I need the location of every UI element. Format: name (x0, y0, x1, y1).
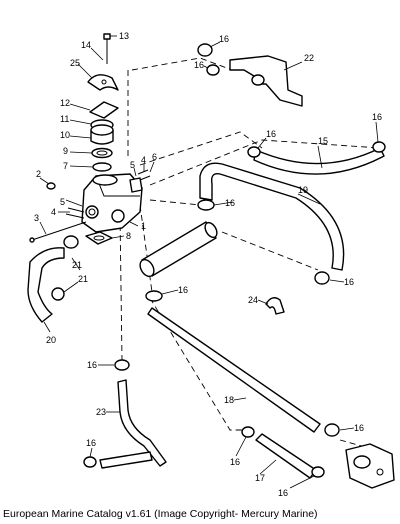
label-5-left: 5 (60, 197, 65, 207)
clamp-16-h18-end (324, 423, 340, 437)
label-21-upper: 21 (72, 260, 82, 270)
rod-3 (29, 221, 87, 243)
hose-15 (253, 147, 385, 175)
cooler-cylinder (139, 221, 218, 278)
label-16-h15-right: 16 (372, 112, 382, 122)
gasket-7 (92, 162, 112, 172)
label-6: 6 (152, 152, 157, 162)
gasket-12 (89, 101, 119, 119)
label-4-left: 4 (51, 207, 56, 217)
exploded-parts-diagram: 13 14 25 12 11 10 9 7 2 5 4 3 1 8 5 4 6 … (27, 31, 395, 498)
hose-18 (147, 307, 321, 433)
clamp-21-lower (51, 287, 65, 301)
label-10: 10 (60, 130, 70, 140)
label-14: 14 (81, 40, 91, 50)
label-16-top-a: 16 (219, 34, 229, 44)
clamp-16-h23-top (114, 359, 130, 371)
clamp-16-h23-bottom (83, 456, 97, 468)
leader-lines (39, 35, 379, 489)
label-17: 17 (255, 473, 265, 483)
clamp-16-h15-left (247, 146, 261, 158)
label-20: 20 (46, 335, 56, 345)
label-16-top-b: 16 (194, 60, 204, 70)
label-23: 23 (96, 407, 106, 417)
label-15: 15 (318, 136, 328, 146)
clamps-16-top (197, 43, 220, 76)
label-9: 9 (63, 146, 68, 156)
label-3: 3 (34, 213, 39, 223)
label-16-h23-top: 16 (87, 360, 97, 370)
label-11: 11 (60, 114, 69, 124)
thermostat-10 (90, 124, 114, 145)
clamp-16-h18 (145, 290, 163, 302)
label-24: 24 (248, 295, 258, 305)
pump-fragment (345, 443, 395, 489)
label-16-h23-bottom: 16 (86, 438, 96, 448)
label-19: 19 (298, 185, 308, 195)
label-1: 1 (141, 221, 146, 231)
screw-2 (46, 182, 56, 190)
label-13: 13 (119, 31, 129, 41)
label-16-h19: 16 (225, 198, 235, 208)
thermostat-housing-1 (81, 173, 143, 233)
bolt-13 (103, 33, 111, 64)
label-16-h17-right: 16 (278, 488, 288, 498)
clamp-24 (265, 297, 285, 315)
hose-22 (229, 55, 303, 107)
clamp-bracket-25 (87, 74, 119, 91)
assembly-dashed-lines (119, 57, 381, 451)
label-16-h18-end: 16 (354, 423, 364, 433)
label-12: 12 (60, 98, 70, 108)
label-16-h19-end: 16 (344, 277, 354, 287)
clamp-16-h17-left (241, 426, 255, 438)
clamp-16-h19-end (314, 271, 330, 285)
label-16-h17-left: 16 (230, 457, 240, 467)
clamp-21-upper (63, 235, 79, 249)
hose-19 (199, 162, 345, 271)
label-4-top: 4 (141, 155, 146, 165)
seal-9 (91, 147, 113, 159)
label-7: 7 (63, 161, 68, 171)
label-16-h15-left: 16 (266, 129, 276, 139)
label-5-top: 5 (130, 160, 135, 170)
hose-17 (255, 433, 317, 479)
part-number-labels: 13 14 25 12 11 10 9 7 2 5 4 3 1 8 5 4 6 … (34, 31, 382, 498)
label-18: 18 (224, 395, 234, 405)
clamp-16-h15-right (372, 141, 386, 153)
label-21-lower: 21 (78, 274, 88, 284)
screws-4-5 (65, 169, 151, 219)
label-22: 22 (304, 53, 314, 63)
hose-20 (27, 247, 65, 323)
label-16-h18: 16 (178, 285, 188, 295)
gasket-8 (85, 231, 113, 245)
label-2: 2 (36, 169, 41, 179)
clamp-16-h19 (197, 199, 215, 211)
label-8: 8 (126, 231, 131, 241)
copyright-caption: European Marine Catalog v1.61 (Image Cop… (3, 508, 318, 520)
hose-23 (99, 379, 167, 469)
label-25: 25 (70, 58, 80, 68)
clamp-16-h17-right (311, 466, 325, 478)
